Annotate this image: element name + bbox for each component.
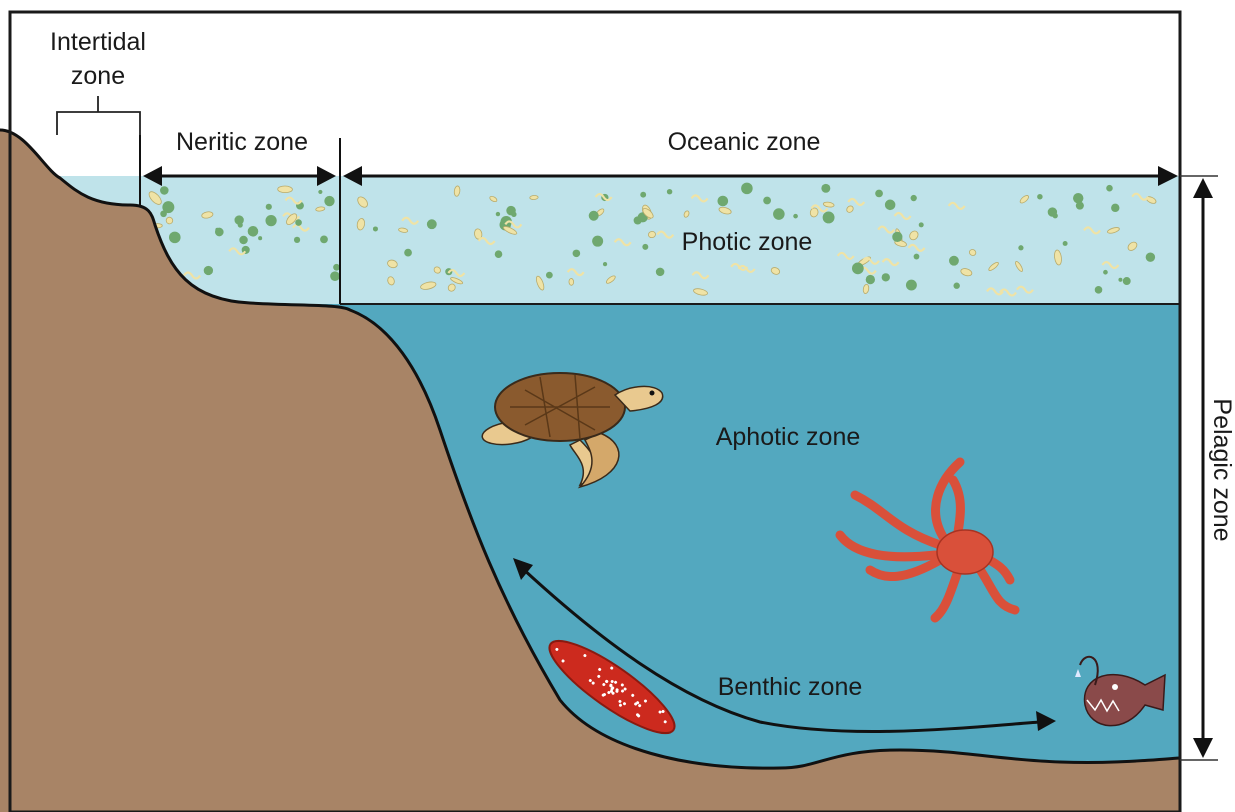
- plankton-particle: [1018, 245, 1023, 250]
- oceanic-label: Oceanic zone: [668, 128, 821, 156]
- plankton-particle: [642, 244, 648, 250]
- plankton-particle: [763, 197, 771, 205]
- plankton-particle: [546, 272, 553, 279]
- intertidal-label-line1: Intertidal: [50, 28, 146, 56]
- plankton-particle: [1106, 185, 1113, 192]
- plankton-particle: [333, 264, 340, 271]
- plankton-particle: [949, 256, 959, 266]
- plankton-particle: [258, 236, 262, 240]
- plankton-particle: [793, 214, 798, 219]
- plankton-particle: [1073, 193, 1083, 203]
- plankton-particle: [592, 236, 603, 247]
- plankton-particle: [266, 204, 272, 210]
- plankton-particle: [953, 283, 959, 289]
- plankton-particle: [1048, 207, 1057, 216]
- plankton-particle: [169, 232, 181, 244]
- plankton-particle: [496, 212, 500, 216]
- plankton-particle: [911, 195, 917, 201]
- neritic-label: Neritic zone: [176, 128, 308, 156]
- plankton-particle: [1103, 270, 1108, 275]
- plankton-particle: [885, 200, 896, 211]
- plankton-particle: [1076, 202, 1084, 210]
- plankton-particle: [823, 212, 835, 224]
- plankton-particle: [821, 184, 830, 193]
- plankton-particle: [1111, 204, 1119, 212]
- plankton-particle: [330, 271, 340, 281]
- plankton-particle: [1118, 278, 1122, 282]
- plankton-particle: [892, 232, 902, 242]
- plankton-particle: [404, 249, 412, 257]
- plankton-particle: [852, 263, 864, 275]
- plankton-particle: [718, 196, 729, 207]
- plankton-particle: [1146, 252, 1155, 261]
- plankton-particle: [667, 189, 672, 194]
- plankton-particle: [204, 266, 213, 275]
- plankton-particle: [656, 268, 665, 277]
- plankton-particle: [162, 201, 174, 213]
- plankton-particle: [914, 254, 920, 260]
- plankton-particle: [238, 222, 243, 227]
- plankton-particle: [530, 195, 539, 200]
- plankton-particle: [427, 219, 437, 229]
- plankton-particle: [1063, 241, 1068, 246]
- plankton-particle: [495, 250, 503, 258]
- plankton-particle: [573, 250, 581, 258]
- plankton-particle: [640, 192, 646, 198]
- aphotic-label: Aphotic zone: [716, 423, 861, 451]
- photic-label: Photic zone: [682, 228, 813, 256]
- plankton-particle: [603, 262, 607, 266]
- plankton-particle: [866, 275, 875, 284]
- plankton-particle: [160, 186, 169, 195]
- plankton-particle: [773, 208, 785, 220]
- plankton-particle: [882, 273, 890, 281]
- plankton-particle: [278, 186, 293, 193]
- plankton-particle: [589, 211, 599, 221]
- plankton-particle: [906, 280, 917, 291]
- plankton-particle: [239, 236, 248, 245]
- plankton-particle: [741, 183, 753, 195]
- plankton-particle: [215, 228, 224, 237]
- plankton-particle: [248, 226, 259, 237]
- plankton-particle: [569, 278, 574, 285]
- plankton-particle: [1123, 277, 1131, 285]
- plankton-particle: [265, 215, 276, 226]
- plankton-particle: [875, 190, 883, 198]
- pelagic-label: Pelagic zone: [1208, 398, 1235, 541]
- plankton-particle: [324, 196, 334, 206]
- plankton-particle: [318, 190, 322, 194]
- benthic-label: Benthic zone: [718, 673, 863, 701]
- plankton-particle: [294, 237, 300, 243]
- plankton-particle: [320, 235, 328, 243]
- plankton-particle: [373, 226, 378, 231]
- intertidal-label-line2: zone: [71, 62, 125, 90]
- plankton-particle: [511, 212, 516, 217]
- plankton-particle: [1037, 194, 1042, 199]
- plankton-particle: [295, 219, 302, 226]
- plankton-particle: [919, 222, 924, 227]
- plankton-particle: [1095, 286, 1103, 294]
